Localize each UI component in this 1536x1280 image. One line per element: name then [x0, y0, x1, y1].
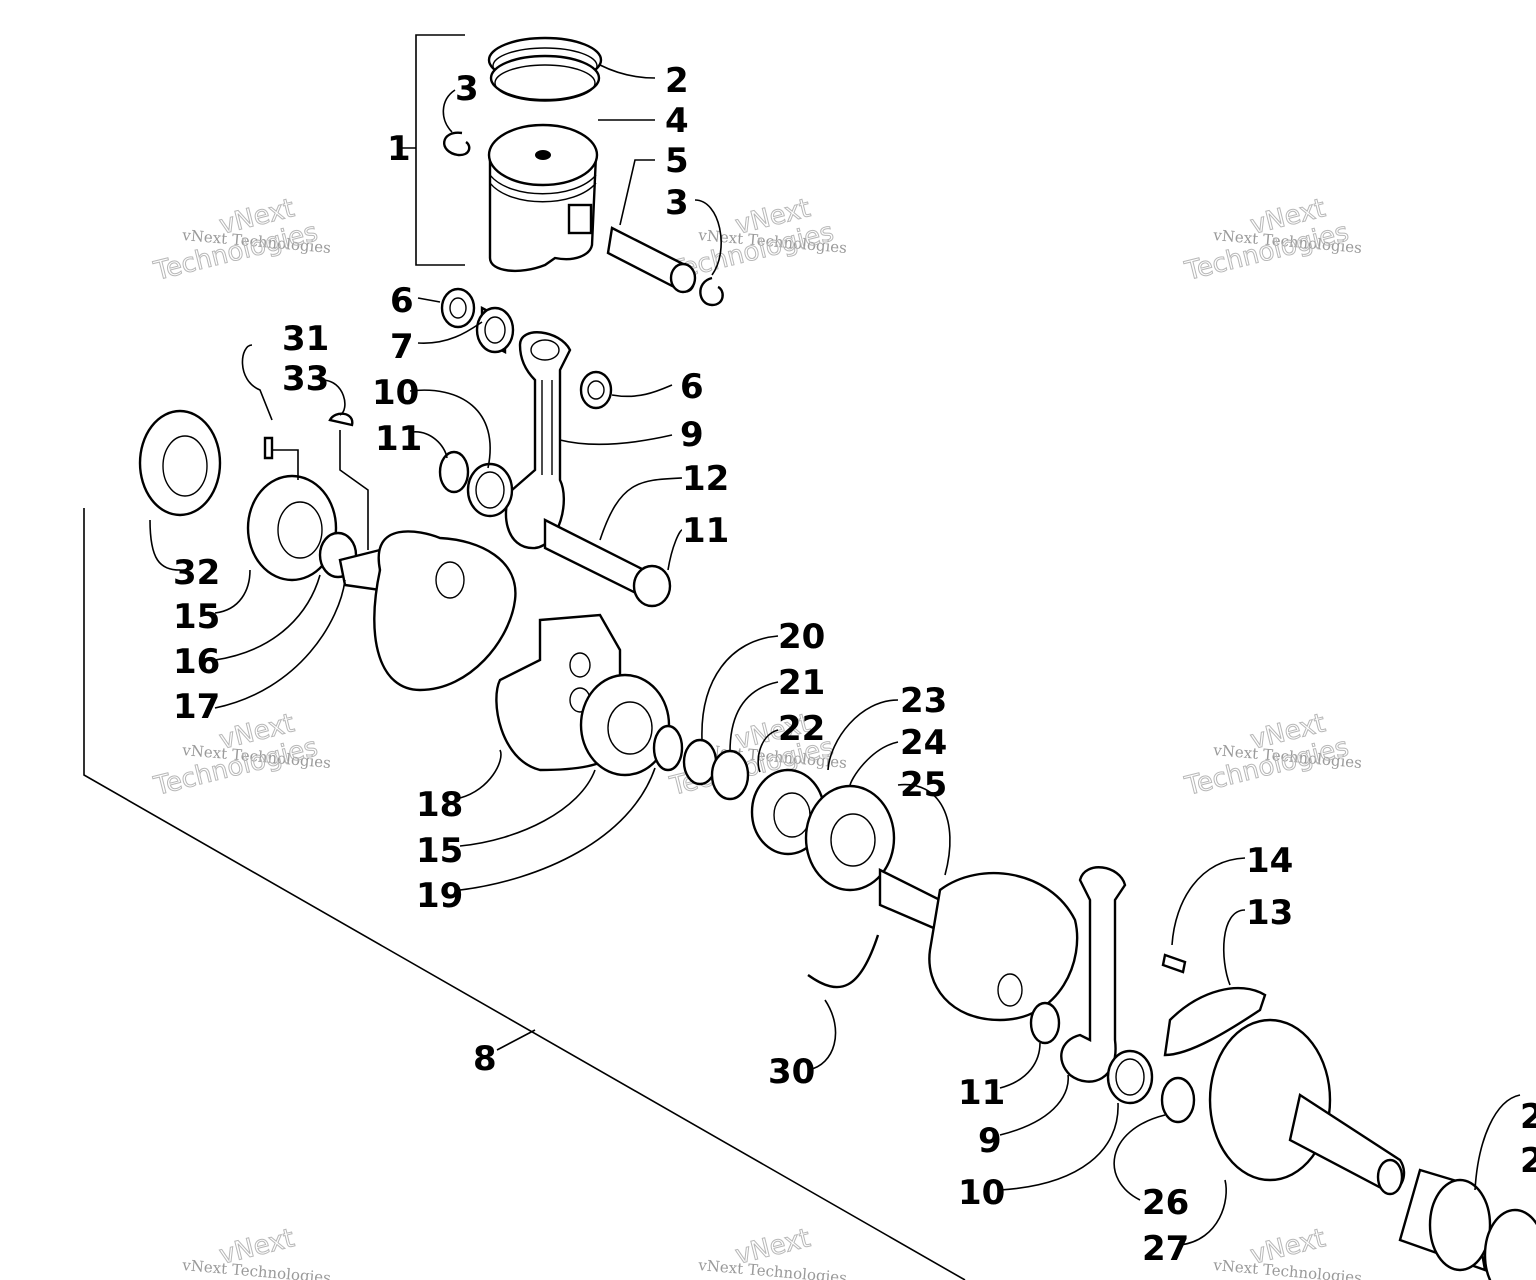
callout-label: 2 [1520, 1141, 1536, 1181]
callout-label: 6 [680, 367, 704, 407]
callout-label: 33 [282, 359, 329, 399]
callout-label: 11 [375, 419, 422, 459]
callout-label: 20 [778, 617, 825, 657]
callout-label: 31 [282, 319, 329, 359]
leader-lines [149, 64, 1521, 1246]
oil-seal [138, 409, 222, 517]
big-end-bearing-2 [1106, 1049, 1154, 1105]
callout-label: 26 [1142, 1183, 1189, 1223]
piston [487, 123, 599, 273]
small-end-washer [440, 287, 476, 329]
callout-label: 19 [416, 876, 463, 916]
callout-label: 22 [778, 709, 825, 749]
crank-pin-washer-2 [1029, 1001, 1061, 1045]
piston-pin-clip [443, 131, 471, 157]
callout-label: 17 [173, 687, 220, 727]
big-end-bearing [466, 462, 514, 518]
dowel-pin [263, 436, 274, 460]
callout-label: 10 [958, 1173, 1005, 1213]
watermark: vNext vNext Technologies [181, 1223, 332, 1280]
callout-label: 11 [682, 511, 729, 551]
callout-label: 9 [978, 1121, 1002, 1161]
callout-label: 32 [173, 553, 220, 593]
crank-half-left [338, 530, 517, 692]
callout-label: 25 [900, 765, 947, 805]
callout-label: 4 [665, 101, 689, 141]
crank-pin-washer-3 [1160, 1076, 1196, 1124]
piston-pin-clip-2 [699, 276, 724, 307]
callout-label: 16 [173, 642, 220, 682]
watermark: vNext vNext Technologies Technologies [1181, 708, 1363, 803]
connecting-rod [504, 331, 572, 550]
callout-label: 13 [1246, 893, 1293, 933]
callout-label: 2 [665, 61, 689, 101]
pto-seal [1483, 1208, 1536, 1280]
callout-label: 12 [682, 459, 729, 499]
crank-pin [543, 518, 672, 608]
screw [1161, 953, 1187, 974]
snap-ring [652, 724, 684, 772]
callout-label: 27 [1142, 1229, 1189, 1269]
watermark: vNext vNext Technologies [1212, 1223, 1363, 1280]
labyrinth-seal [682, 738, 750, 801]
watermark: vNext vNext Technologies Technologies [150, 193, 332, 288]
counterweight [1163, 987, 1267, 1057]
callout-label: 11 [958, 1073, 1005, 1113]
callout-label: 15 [173, 597, 220, 637]
piston-kit-bracket [400, 34, 465, 266]
callout-label: 14 [1246, 841, 1293, 881]
crank-pin-washer [438, 450, 470, 494]
crank-half-right [878, 868, 1079, 1022]
watermark: vNext vNext Technologies Technologies [1181, 193, 1363, 288]
callout-label: 18 [416, 785, 463, 825]
callout-label: 23 [900, 681, 947, 721]
woodruff-key [328, 412, 354, 427]
callout-label: 8 [473, 1039, 497, 1079]
small-end-washer-2 [579, 370, 613, 410]
callout-label: 10 [372, 373, 419, 413]
callout-label: 21 [778, 663, 825, 703]
piston-rings [487, 36, 603, 102]
small-end-bearing [475, 306, 515, 354]
callout-label: 3 [665, 183, 689, 223]
callout-label: 30 [768, 1052, 815, 1092]
callout-label: 6 [390, 281, 414, 321]
callout-label: 3 [455, 69, 479, 109]
sleeve [1398, 1168, 1492, 1272]
callout-label: 2 [1520, 1097, 1536, 1137]
watermark: vNext vNext Technologies [697, 1223, 848, 1280]
callout-label: 5 [665, 141, 689, 181]
callout-label: 7 [390, 327, 414, 367]
main-bearing [246, 474, 338, 582]
callout-label: 24 [900, 723, 947, 763]
piston-pin [606, 226, 697, 294]
retaining-ring [807, 934, 880, 989]
crankshaft-assembly-bracket [83, 508, 966, 1280]
callout-labels: 1 2 3 4 5 3 6 7 6 31 33 10 9 11 12 11 32… [173, 61, 1536, 1269]
callout-label: 15 [416, 831, 463, 871]
callout-label: 1 [387, 129, 411, 169]
crank-half-pto [1208, 1018, 1406, 1196]
callout-label: 9 [680, 415, 704, 455]
connecting-rod-2 [1060, 866, 1127, 1083]
